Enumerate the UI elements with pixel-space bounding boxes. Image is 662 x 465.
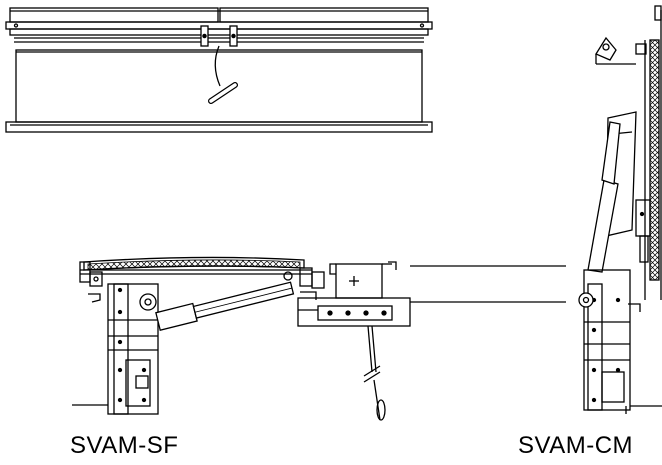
svam-cm-section <box>578 5 662 414</box>
label-svam-sf: SVAM-SF <box>70 432 179 459</box>
svam-sf-section <box>72 256 566 421</box>
label-svam-cm: SVAM-CM <box>518 432 634 459</box>
top-front-elevation <box>5 7 433 133</box>
